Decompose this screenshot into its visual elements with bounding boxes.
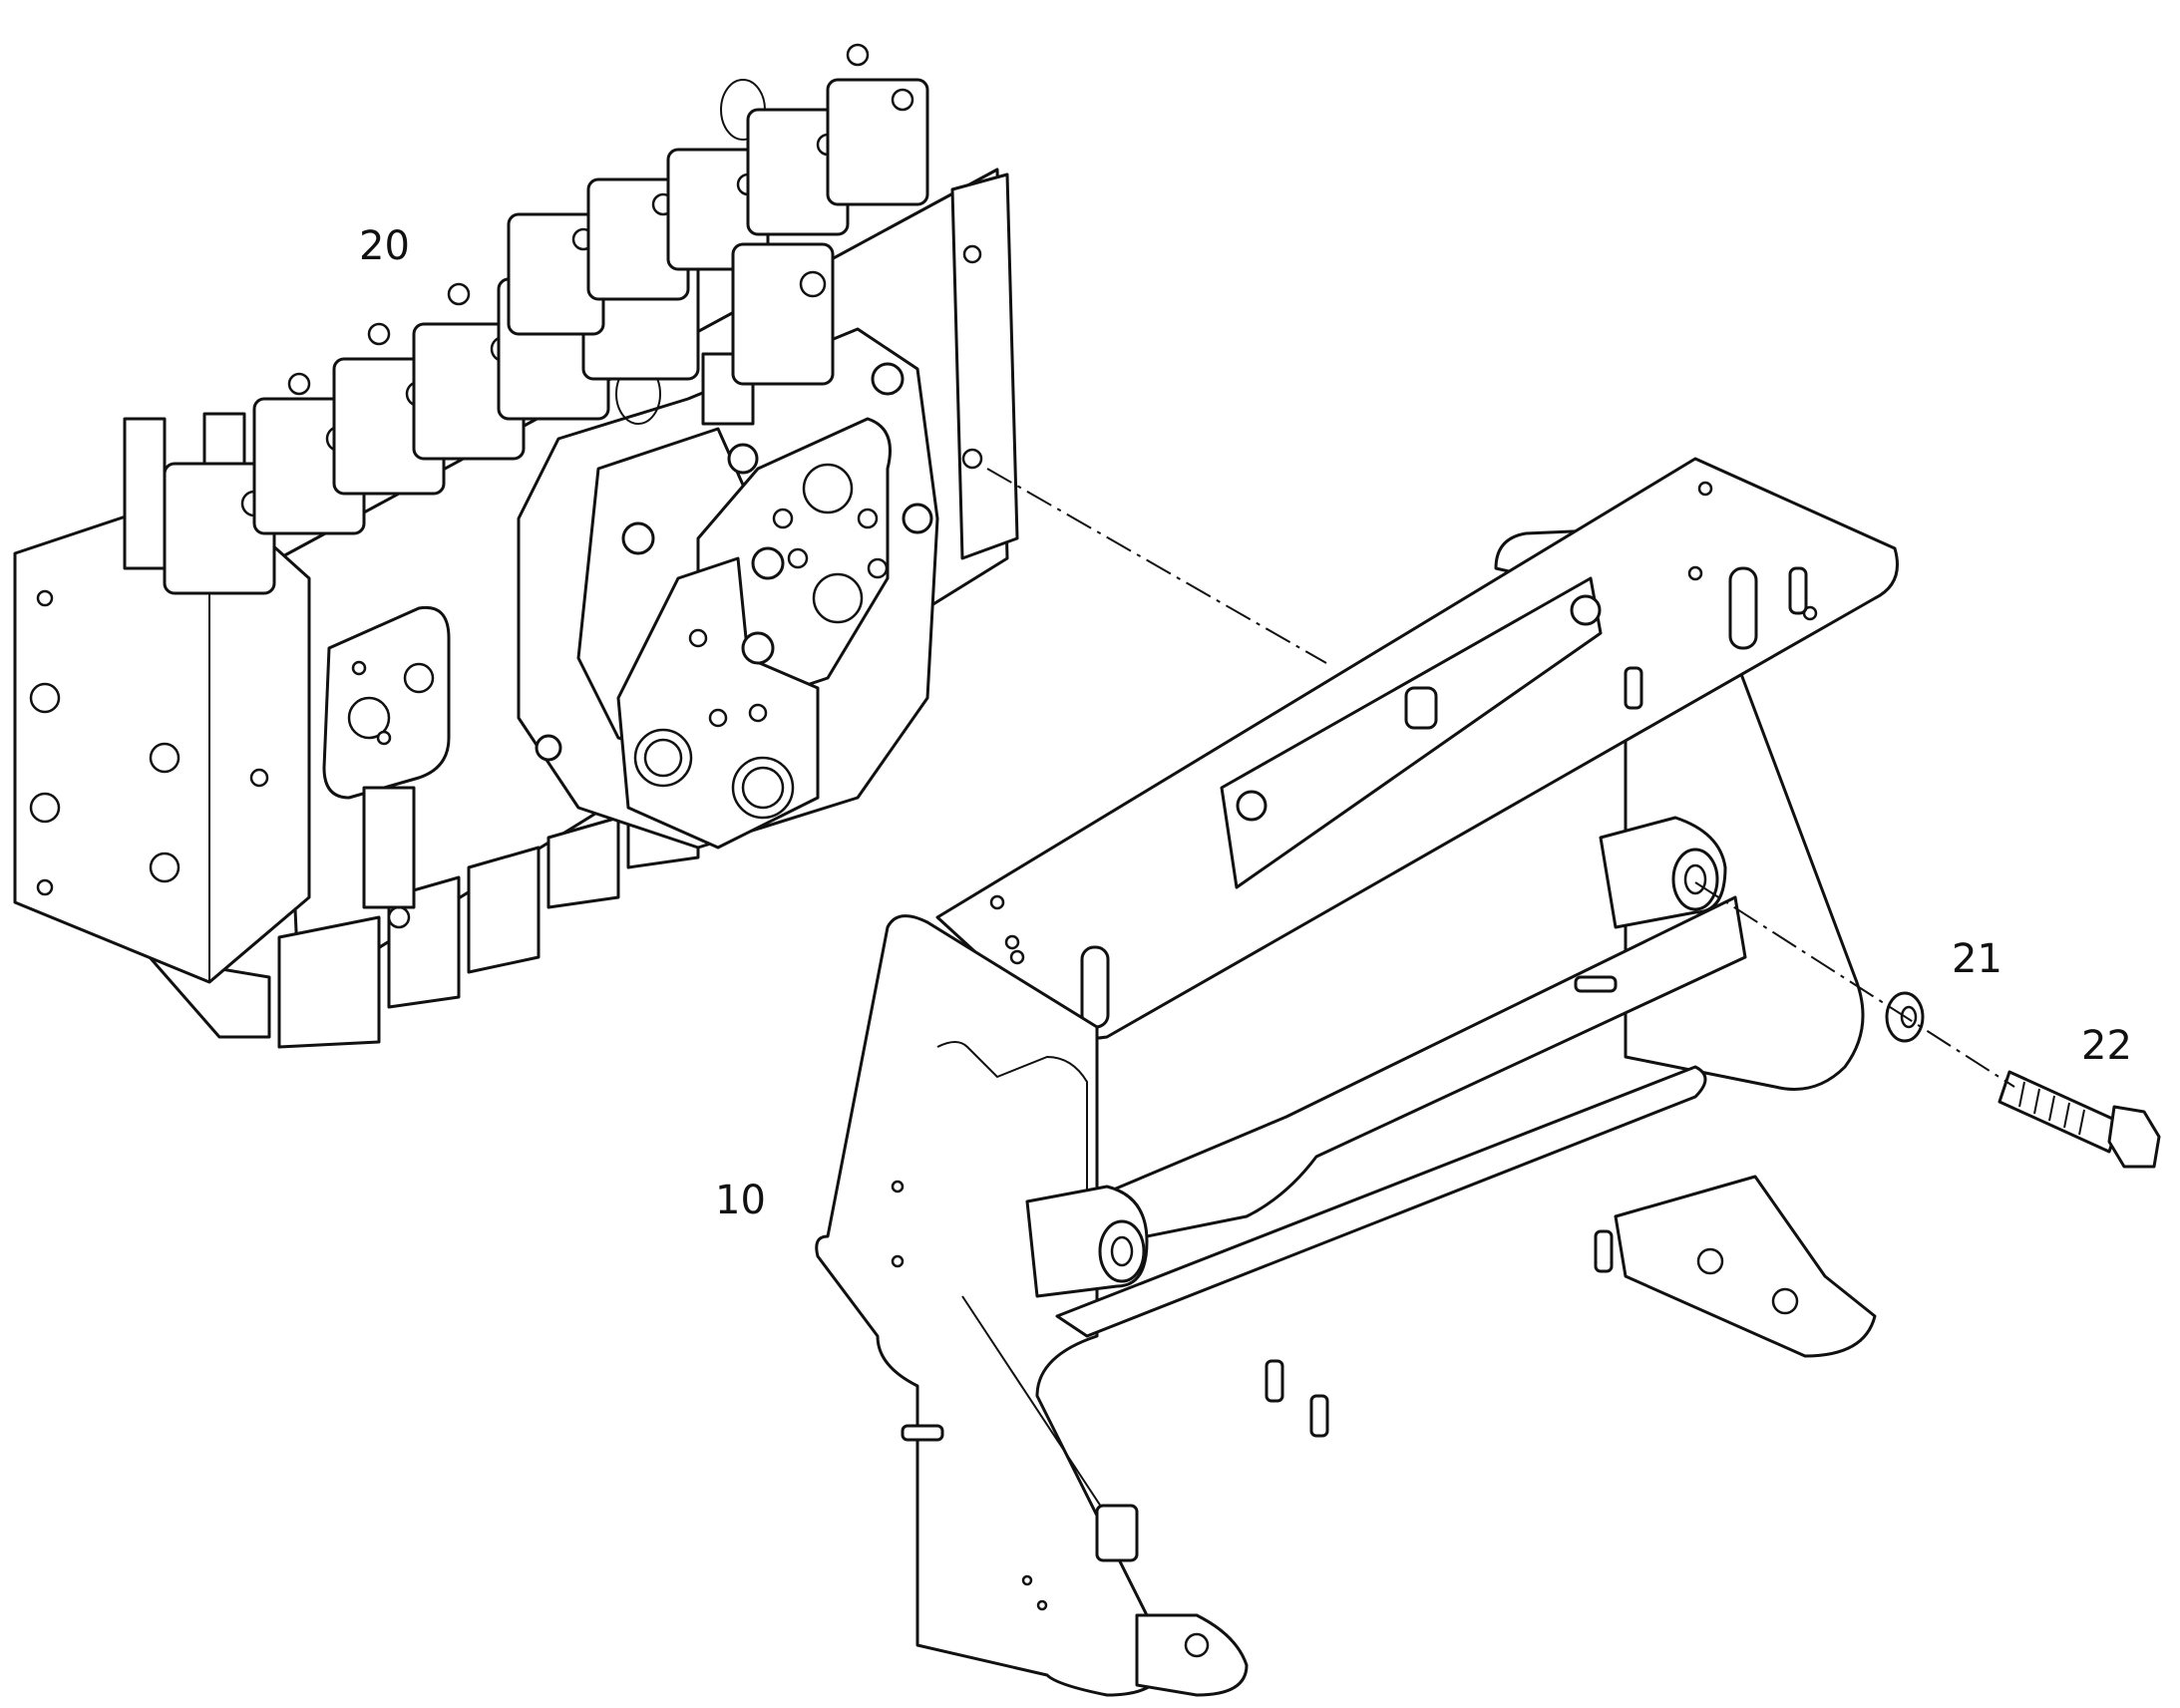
assembly-centerline-valve-to-frame: [986, 468, 1327, 664]
assembly-centerline-bolt-axis: [1694, 881, 2015, 1088]
hex-bolt: [1998, 1070, 2161, 1169]
callout-valve-block: 20: [359, 223, 410, 269]
mounting-frame: [815, 457, 1899, 1697]
callout-bolt: 22: [2081, 1023, 2132, 1069]
callout-washer: 21: [1952, 936, 2002, 982]
spool-caps-upper-row: [507, 43, 929, 386]
callout-frame: 10: [715, 1178, 766, 1223]
control-valve-block: [13, 43, 1019, 1049]
